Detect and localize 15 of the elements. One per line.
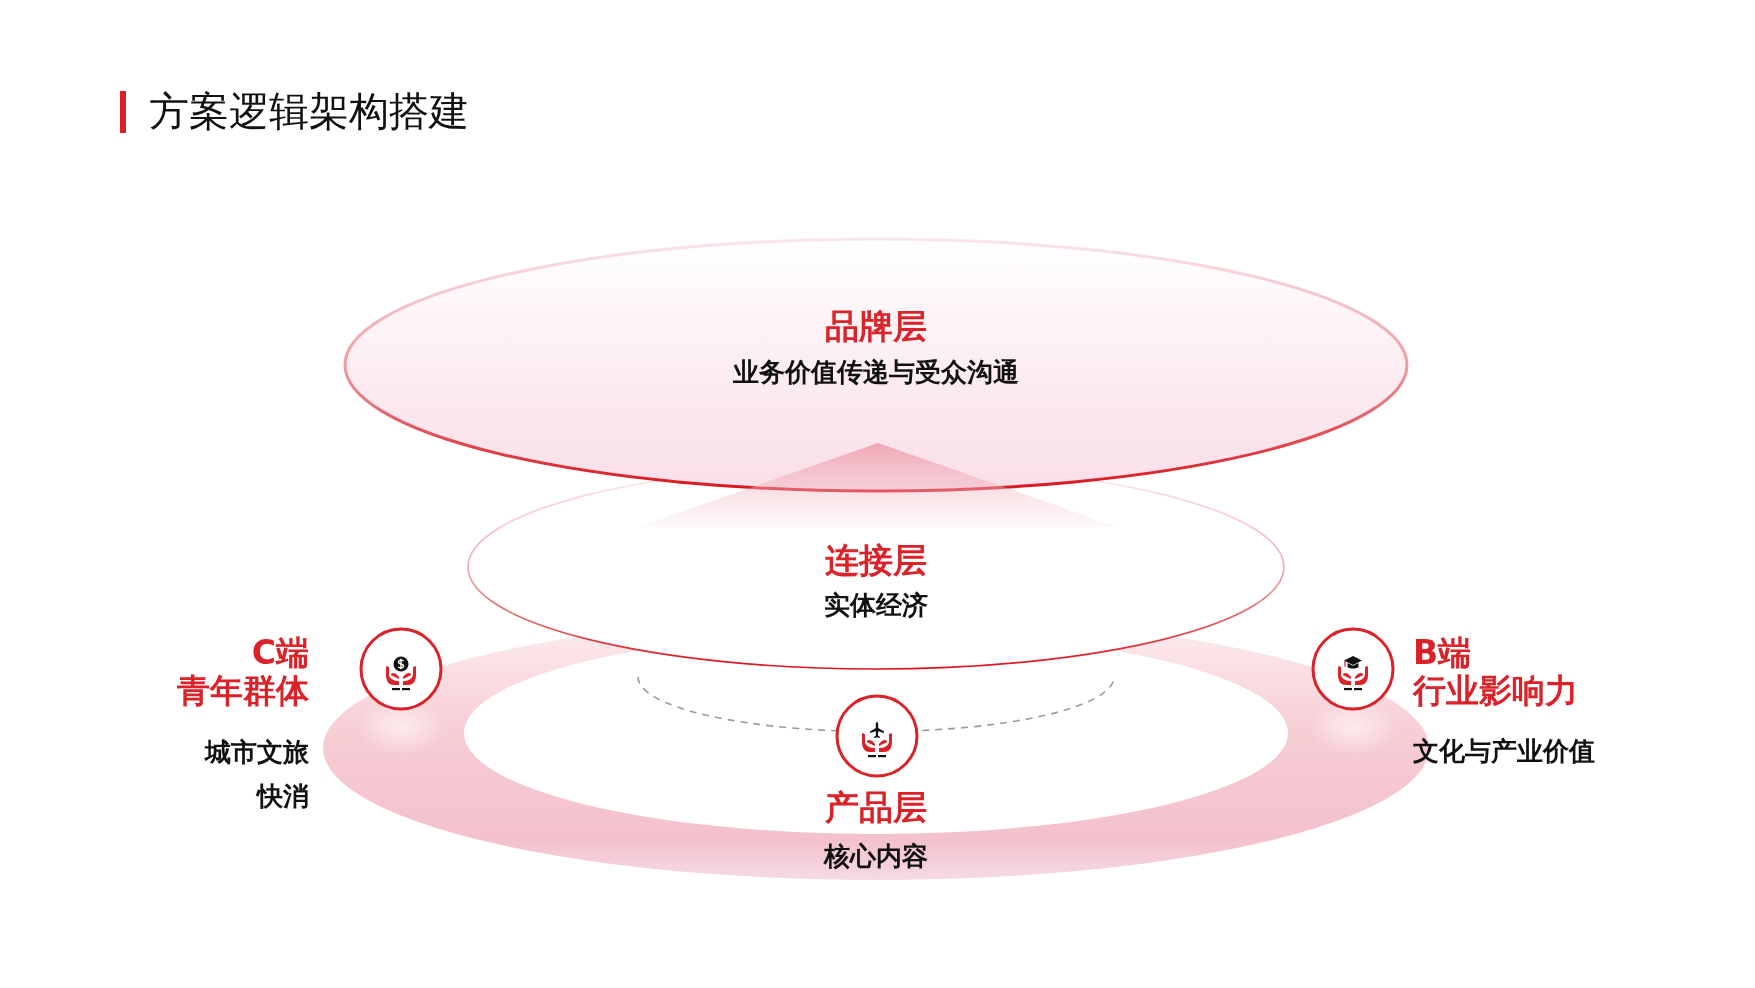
audience-item: 城市文旅 bbox=[205, 737, 309, 769]
layer-title: 连接层 bbox=[825, 539, 927, 581]
ellipse-layer bbox=[467, 480, 1285, 670]
audience-heading: 青年群体 bbox=[177, 671, 309, 711]
layer-subtitle: 实体经济 bbox=[824, 590, 928, 622]
audience-heading: C端 bbox=[251, 633, 309, 673]
page-title: 方案逻辑架构搭建 bbox=[149, 87, 469, 135]
audience-heading: B端 bbox=[1413, 633, 1472, 673]
layer-title: 品牌层 bbox=[825, 305, 927, 347]
layer-subtitle: 核心内容 bbox=[824, 841, 928, 873]
audience-heading: 行业影响力 bbox=[1413, 671, 1578, 711]
audience-item: 快消 bbox=[257, 781, 309, 813]
layer-subtitle: 业务价值传递与受众沟通 bbox=[733, 357, 1019, 389]
layer-title: 产品层 bbox=[825, 786, 927, 828]
audience-item: 文化与产业价值 bbox=[1413, 736, 1595, 768]
